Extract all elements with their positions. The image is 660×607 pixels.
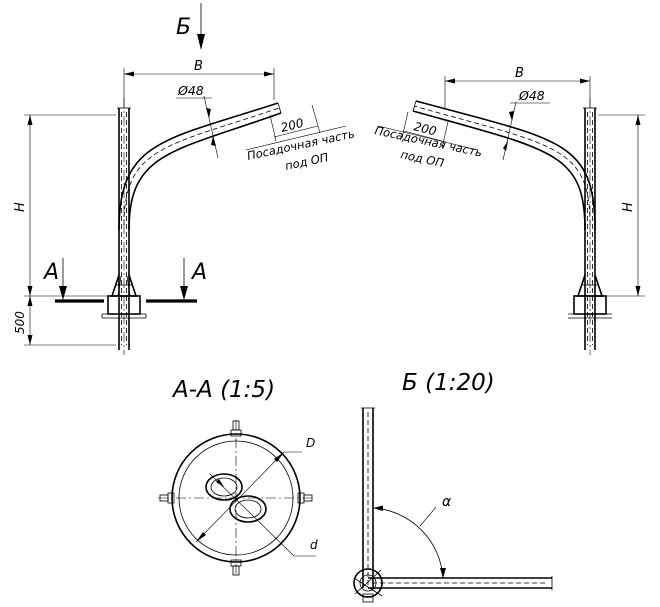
dimension-diameter-left: Ø48 [177, 83, 204, 98]
view-b-title: Б (1:20) [402, 370, 495, 396]
dimension-b-right: В [515, 66, 524, 81]
dimension-h-left: Н [13, 202, 28, 212]
right-bracket-view: В Ø48 200 Посадочная часть под ОП Н [373, 66, 645, 355]
dimension-200-right: 200 [412, 119, 438, 138]
view-b: Б (1:20) α [353, 370, 553, 603]
left-bracket-view: А А Б В Ø48 200 Посадочная часть под ОП [13, 3, 356, 355]
section-a-a-view: А-А (1:5) D d [158, 377, 318, 576]
dimension-diameter-right: Ø48 [518, 88, 545, 103]
dimension-b-left: В [194, 59, 203, 74]
dimension-d-outer: D [306, 436, 315, 450]
view-b-marker: Б [176, 15, 191, 40]
section-a-label-left: А [42, 260, 59, 285]
angle-alpha: α [442, 494, 452, 510]
dimension-d-inner: d [310, 538, 318, 552]
dimension-h-right: Н [621, 202, 636, 212]
dimension-500: 500 [13, 311, 27, 334]
section-a-a-title: А-А (1:5) [171, 377, 275, 403]
section-a-label-right: А [190, 260, 207, 285]
dimension-200-left: 200 [279, 116, 305, 135]
